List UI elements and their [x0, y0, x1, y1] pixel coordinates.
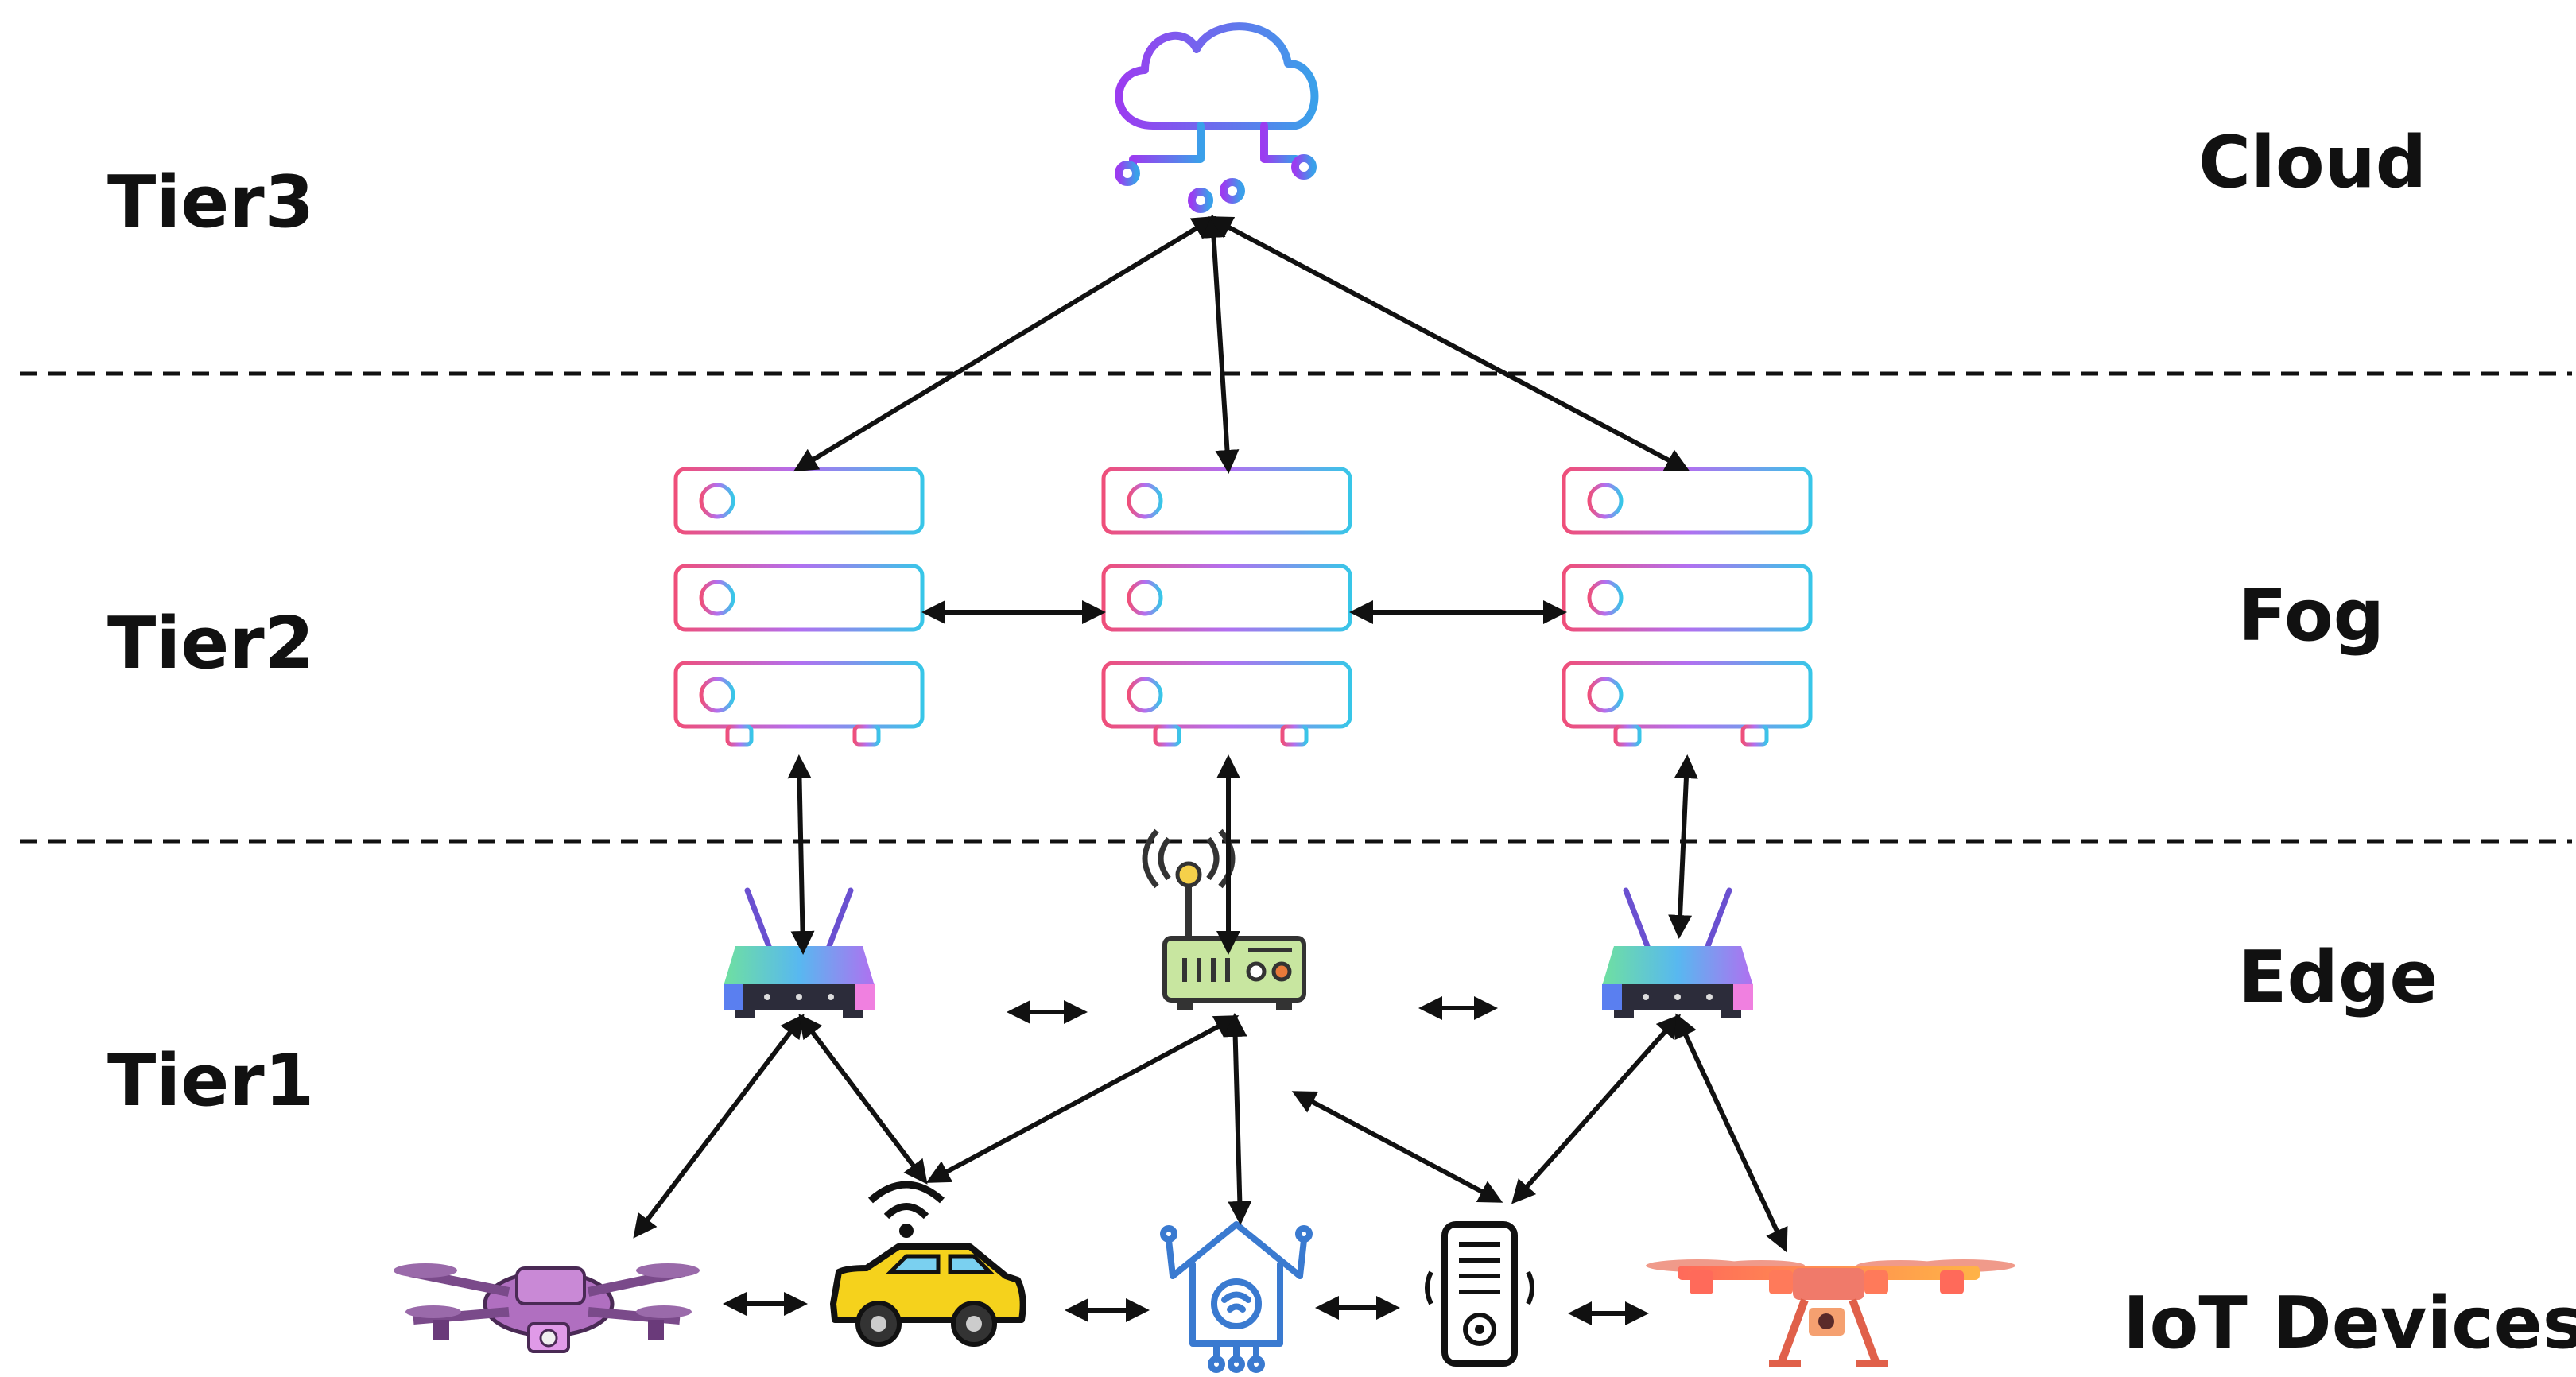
- cloud-layer-label: Cloud: [2198, 121, 2427, 204]
- antenna-router-icon: [1142, 828, 1306, 1010]
- fog-server-left: [676, 469, 922, 744]
- smart-home-icon: [1160, 1221, 1313, 1373]
- tier2-label: Tier2: [107, 602, 315, 685]
- fog-layer-label: Fog: [2238, 574, 2385, 657]
- tier1-label: Tier1: [107, 1039, 315, 1123]
- remote-control-icon: [1425, 1221, 1534, 1367]
- cloud-network-icon: [1115, 22, 1319, 213]
- iot-layer-label: IoT Devices: [2123, 1282, 2576, 1365]
- camera-drone-icon: [394, 1263, 700, 1353]
- connected-car-icon: [830, 1181, 1026, 1347]
- edge-layer-label: Edge: [2238, 936, 2438, 1019]
- edge-router-right: [1602, 890, 1753, 1018]
- fog-server-right: [1564, 469, 1810, 744]
- connections: [633, 214, 1788, 1325]
- quadcopter-drone-icon: [1646, 1259, 2015, 1367]
- edge-router-left: [724, 890, 875, 1018]
- fog-server-center: [1104, 469, 1350, 744]
- tier3-label: Tier3: [107, 161, 315, 244]
